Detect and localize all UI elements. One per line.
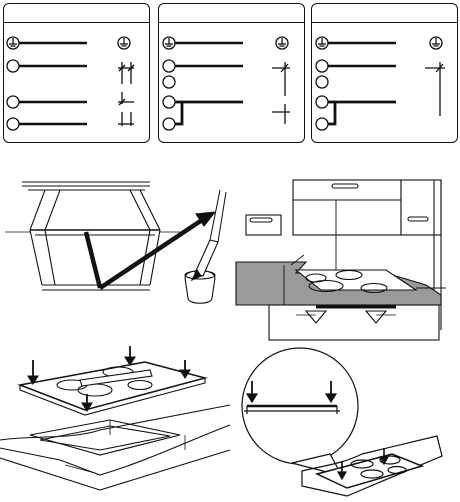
terminal-circle-icon — [163, 96, 175, 108]
earth-ground-icon — [316, 37, 328, 49]
kitchen-clearance-illustration — [236, 175, 456, 340]
earth-ground-icon — [7, 37, 19, 49]
cabinet-seal-illustration — [0, 170, 230, 315]
terminal-circle-icon — [7, 96, 19, 108]
wiring-panel-2-content — [163, 37, 290, 130]
hob-detail-magnifier-illustration — [232, 336, 457, 501]
terminal-circle-icon — [316, 118, 328, 130]
terminal-circle-icon — [316, 96, 328, 108]
wiring-panel-1-content — [7, 37, 134, 130]
terminal-circle-icon — [316, 60, 328, 72]
wiring-diagrams — [0, 0, 460, 150]
terminal-circle-icon — [7, 60, 19, 72]
earth-ground-icon — [163, 37, 175, 49]
earth-ground-icon — [118, 37, 130, 49]
terminal-circle-icon — [7, 118, 19, 130]
terminal-circle-icon — [316, 76, 328, 88]
terminal-circle-icon — [163, 118, 175, 130]
earth-ground-icon — [276, 37, 288, 49]
wiring-panel-3-content — [316, 37, 445, 130]
earth-ground-icon — [430, 37, 442, 49]
terminal-circle-icon — [163, 60, 175, 72]
hob-insertion-illustration — [0, 340, 230, 500]
terminal-circle-icon — [163, 76, 175, 88]
